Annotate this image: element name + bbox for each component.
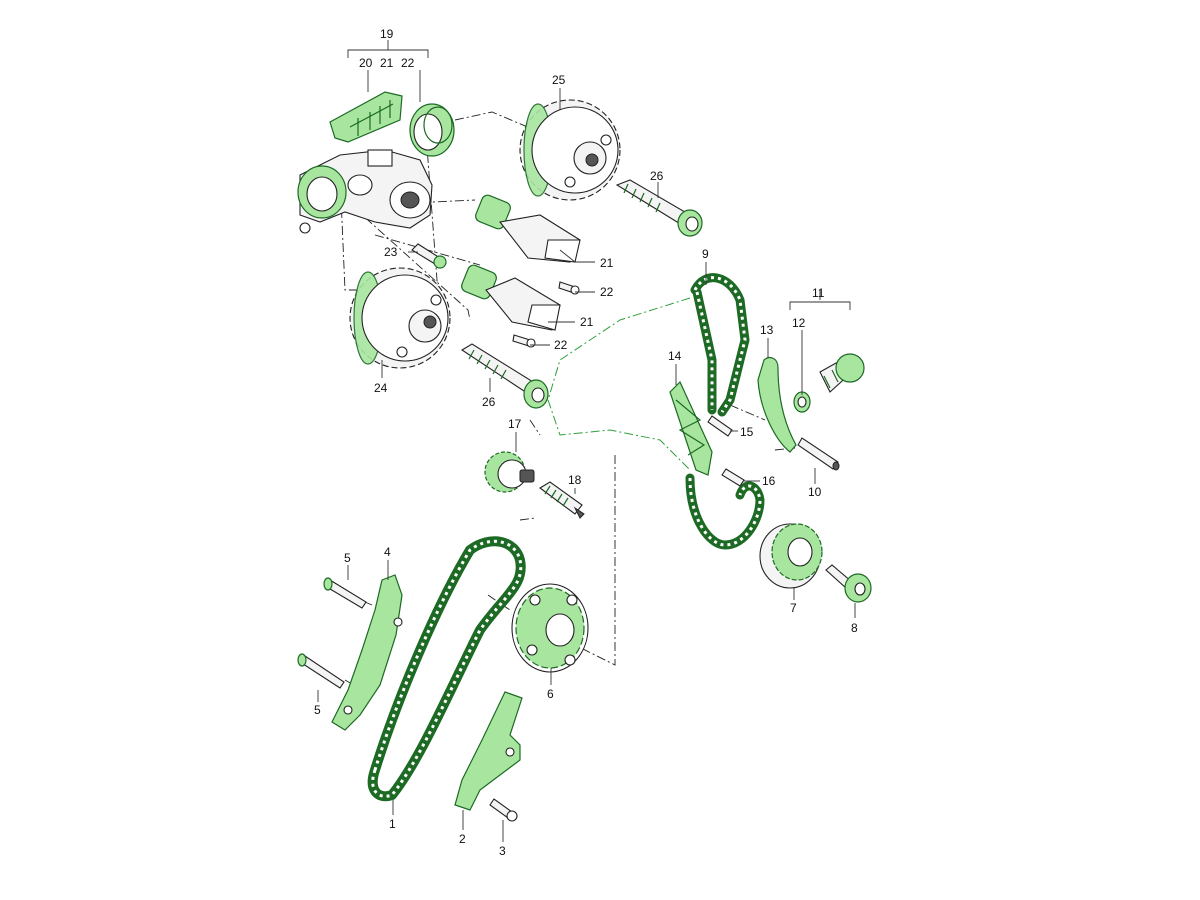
part-9-upper-timing-chain [685,273,765,550]
callout-4: 4 [384,545,391,559]
part-25-camshaft-adjuster [519,99,621,201]
callout-19: 19 [380,27,394,41]
part-13-tensioner-rail [757,357,797,453]
callout-21: 21 [600,256,614,270]
callout-21: 21 [380,56,394,70]
part-18-shaft [539,481,585,519]
callout-21: 21 [580,315,594,329]
callout-1: 1 [389,817,396,831]
callout-8: 8 [851,621,858,635]
callout-2: 2 [459,832,466,846]
part-1-lower-timing-chain [367,536,526,802]
callout-18: 18 [568,473,582,487]
callout-6: 6 [547,687,554,701]
callout-labels: 19 20 21 22 25 26 21 22 23 21 22 24 26 9… [314,27,858,858]
part-5-guide-pin-lower [297,653,345,689]
callout-22: 22 [554,338,568,352]
callout-9: 9 [702,247,709,261]
part-4-chain-guide [331,574,403,731]
callout-7: 7 [790,601,797,615]
part-11-chain-tensioner [819,353,865,393]
callout-25: 25 [552,73,566,87]
part-14-chain-guide [669,380,713,476]
callout-12: 12 [792,316,806,330]
callout-15: 15 [740,425,754,439]
callout-26: 26 [650,169,664,183]
part-26-bolt-lower [460,343,549,409]
part-21-solenoid-valve-upper [475,194,581,263]
callout-13: 13 [760,323,774,337]
part-26-bolt-upper [615,179,703,237]
part-21-solenoid-valve-lower [461,264,561,331]
part-17-sprocket [484,451,535,493]
part-24-camshaft-adjuster [349,267,451,369]
part-22-ring-seal [409,103,455,157]
callout-14: 14 [668,349,682,363]
callout-11: 11 [812,286,825,300]
part-6-crankshaft-sprocket [511,583,589,673]
callout-5: 5 [344,551,351,565]
camshaft-bracket [297,149,433,234]
callout-3: 3 [499,844,506,858]
part-22-bolts-valve [512,281,580,348]
callout-17: 17 [508,417,522,431]
part-2-tensioner-rail [454,691,523,811]
part-15-pin [707,415,733,437]
callout-10: 10 [808,485,822,499]
callout-22: 22 [401,56,415,70]
part-8-bolt [825,564,872,603]
part-5-guide-pin-upper [323,577,367,609]
callout-5: 5 [314,703,321,717]
part-7-sprocket [759,523,823,589]
callout-22: 22 [600,285,614,299]
callout-23: 23 [384,245,398,259]
part-23-bolt [411,243,447,269]
part-20-guide-strip [329,91,403,143]
part-16-pin [721,468,745,487]
leader-lines [317,40,856,842]
callout-20: 20 [359,56,373,70]
callout-16: 16 [762,474,776,488]
callout-24: 24 [374,381,388,395]
part-10-guide-pin [797,437,840,471]
callout-26: 26 [482,395,496,409]
part-3-bolt [489,798,518,822]
